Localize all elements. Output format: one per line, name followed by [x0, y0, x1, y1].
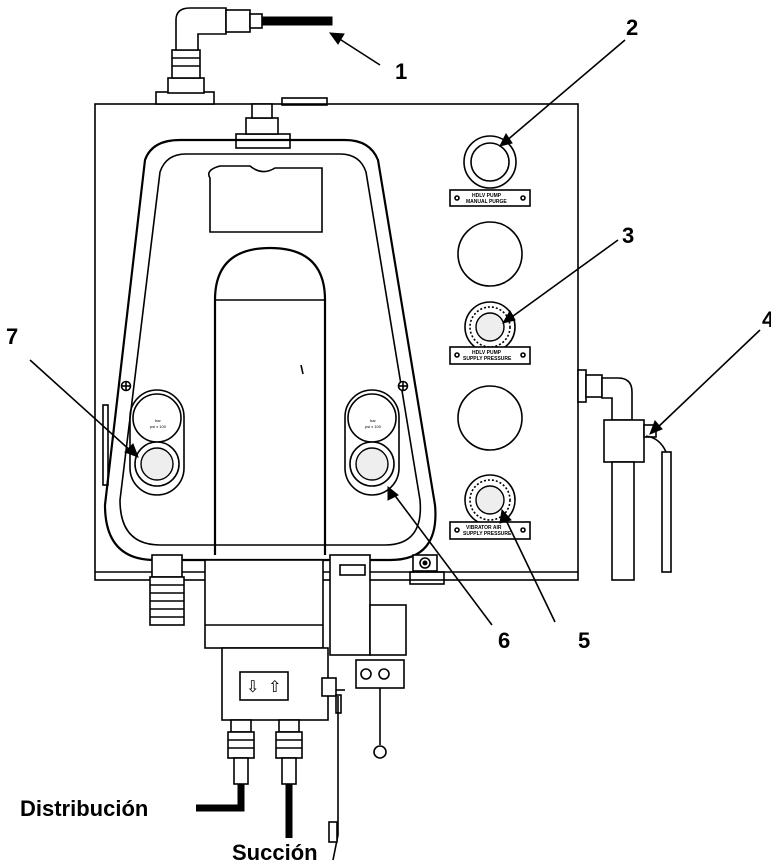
svg-text:VIBRATOR AIR: VIBRATOR AIR [466, 525, 502, 531]
distribution-hose [196, 784, 245, 812]
plate-manual-purge: HDLV PUMP MANUAL PURGE [449, 189, 531, 207]
ball-valve [577, 369, 672, 581]
callout-7: 7 [6, 324, 18, 349]
callout-3: 3 [622, 223, 634, 248]
callout-1: 1 [395, 59, 407, 84]
left-gauge-housing: bar psi x 100 [129, 389, 185, 496]
exhaust-muffler [149, 554, 185, 626]
svg-text:MANUAL PURGE: MANUAL PURGE [466, 199, 507, 205]
cover-top-fitting [235, 103, 291, 149]
plate-vibrator-supply: VIBRATOR AIR SUPPLY PRESSURE [449, 521, 531, 540]
pump-cover-inner [119, 153, 422, 546]
right-gauge-scale-text: psi x 100 [365, 424, 382, 429]
center-column [213, 246, 327, 555]
direction-arrow-up: ⇧ [268, 677, 281, 696]
left-gauge-unit-text: bar [155, 418, 161, 423]
manual-purge-button [463, 135, 517, 189]
svg-text:HDLV PUMP: HDLV PUMP [472, 350, 502, 356]
pump-motor-block: ⇩ ⇧ [204, 559, 329, 721]
label-distribution: Distribución [20, 796, 148, 821]
bracket-fitting [321, 677, 345, 745]
cover-window [207, 165, 323, 233]
plate-pump-supply: HDLV PUMP SUPPLY PRESSURE [449, 346, 531, 365]
inlet-fitting-right [275, 719, 303, 785]
callout-6: 6 [498, 628, 510, 653]
blank-plug-lower [457, 385, 523, 451]
ground-connector [412, 554, 438, 572]
left-gauge-scale-text: psi x 100 [150, 424, 167, 429]
panel-top-tab [281, 97, 328, 106]
svg-text:HDLV PUMP: HDLV PUMP [472, 193, 502, 199]
right-gauge-housing: bar psi x 100 [344, 389, 400, 496]
callout-5: 5 [578, 628, 590, 653]
pump-cover-outer [103, 138, 437, 562]
svg-text:SUPPLY PRESSURE: SUPPLY PRESSURE [463, 356, 512, 362]
cover-screw-left [120, 380, 132, 392]
callout-leaders [29, 32, 761, 626]
callout-2: 2 [626, 15, 638, 40]
right-gauge-unit-text: bar [370, 418, 376, 423]
cover-screw-right [397, 380, 409, 392]
outlet-fitting-left [227, 719, 255, 785]
sensor-wire [332, 745, 339, 861]
direction-arrow-down: ⇩ [246, 677, 259, 696]
label-suction: Succión [232, 840, 318, 865]
panel-bottom-tab [409, 571, 445, 585]
svg-text:SUPPLY PRESSURE: SUPPLY PRESSURE [463, 531, 512, 537]
blank-plug-upper [457, 221, 523, 287]
top-air-inlet [155, 7, 333, 105]
callout-4: 4 [762, 307, 771, 332]
pump-supply-regulator [464, 301, 516, 353]
solenoid-valve-assembly [329, 554, 407, 759]
